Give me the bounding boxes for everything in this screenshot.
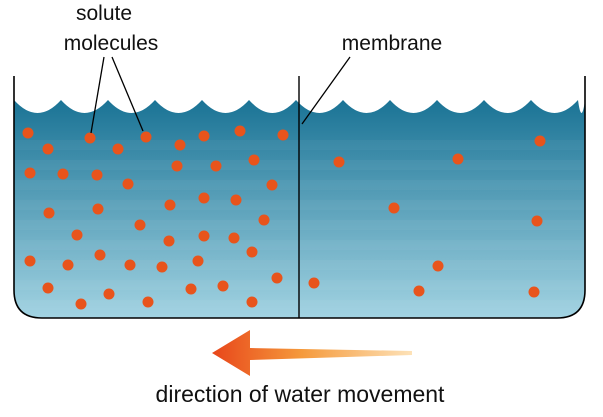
solute-molecule [266, 179, 278, 191]
solute-molecule [228, 232, 240, 244]
solute-pointer-2 [111, 56, 144, 132]
solute-molecule [230, 194, 242, 206]
solute-molecule [75, 298, 87, 310]
solute-pointer-1 [90, 56, 105, 134]
solute-molecule [171, 160, 183, 172]
solute-molecule [134, 219, 146, 231]
solute-molecule [84, 132, 96, 144]
solute-molecule [164, 199, 176, 211]
solute-molecule [71, 229, 83, 241]
solute-molecule [43, 207, 55, 219]
solute-molecule [163, 235, 175, 247]
solute-molecule [210, 160, 222, 172]
solute-molecule [534, 135, 546, 147]
solute-label-line2: molecules [64, 32, 159, 55]
solute-molecule [198, 230, 210, 242]
solute-molecule [24, 167, 36, 179]
solute-molecule [42, 282, 54, 294]
solute-molecule [246, 296, 258, 308]
solute-molecule [388, 202, 400, 214]
solute-molecule [185, 283, 197, 295]
direction-arrow [212, 330, 412, 376]
solute-molecule [234, 125, 246, 137]
membrane-pointer [301, 56, 351, 125]
solute-molecule [192, 255, 204, 267]
solute-molecule [413, 285, 425, 297]
solute-molecule [24, 255, 36, 267]
solute-molecule [122, 178, 134, 190]
solute-molecule [452, 153, 464, 165]
solute-molecule [531, 215, 543, 227]
solute-molecule [42, 143, 54, 155]
direction-label: direction of water movement [156, 381, 446, 407]
solute-molecule [246, 246, 258, 258]
membrane-label: membrane [342, 32, 442, 55]
solute-molecule [140, 131, 152, 143]
solute-molecule [22, 127, 34, 139]
solute-molecule [57, 168, 69, 180]
solute-molecule [91, 169, 103, 181]
solute-molecule [142, 296, 154, 308]
solute-molecule [156, 261, 168, 273]
solute-molecule [124, 259, 136, 271]
solute-molecule [112, 143, 124, 155]
solute-molecule [103, 288, 115, 300]
solute-label-line1: solute [76, 2, 132, 25]
solute-molecule [198, 192, 210, 204]
solute-molecule [62, 259, 74, 271]
solute-molecule [92, 203, 104, 215]
solute-molecule [271, 272, 283, 284]
solute-molecule [94, 249, 106, 261]
solute-molecule [333, 156, 345, 168]
solute-molecule [174, 139, 186, 151]
solute-molecule [528, 286, 540, 298]
solute-molecule [248, 154, 260, 166]
solute-molecule [258, 214, 270, 226]
solute-molecule [308, 277, 320, 289]
solute-molecule [277, 129, 289, 141]
solute-molecule [217, 280, 229, 292]
solute-molecule [432, 260, 444, 272]
solute-molecules [22, 125, 546, 310]
water-band [14, 320, 585, 330]
solute-molecule [198, 130, 210, 142]
